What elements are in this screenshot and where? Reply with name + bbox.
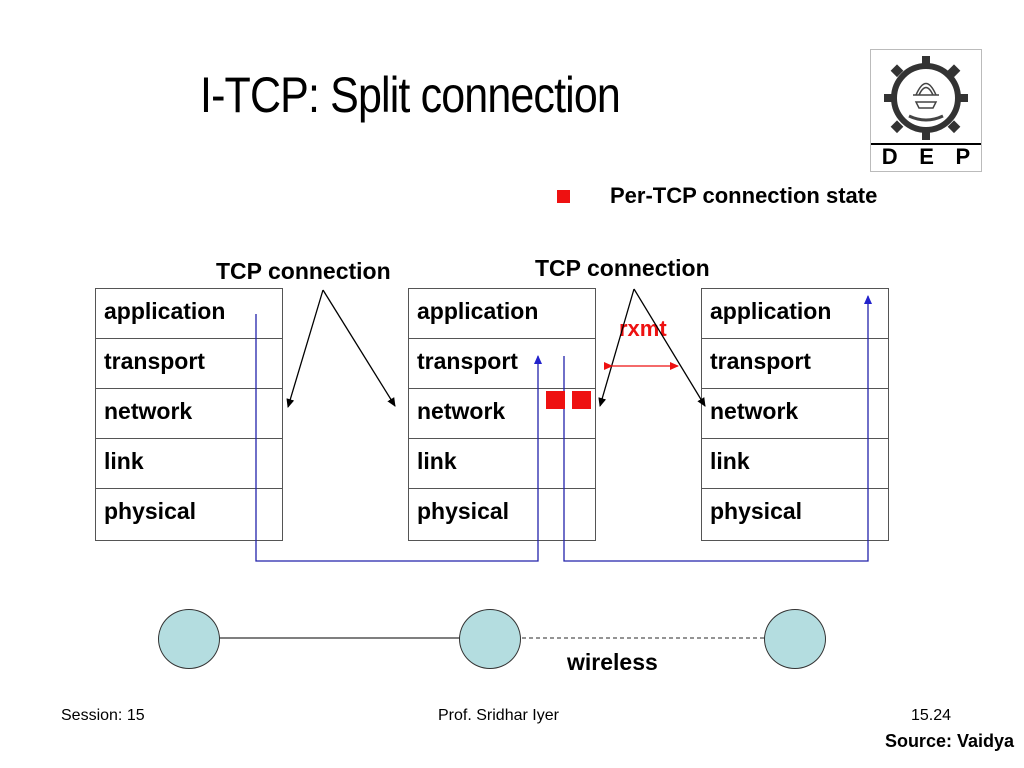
network-node-fixed-host [158, 609, 220, 669]
layer-link: link [702, 439, 888, 489]
footer-page-number: 15.24 [911, 707, 952, 724]
layer-transport: transport [702, 339, 888, 389]
footer-author: Prof. Sridhar Iyer [438, 707, 559, 724]
bullet-point: Per-TCP connection state [557, 183, 877, 209]
layer-physical: physical [104, 498, 197, 524]
slide-title: I-TCP: Split connection [200, 67, 621, 123]
layer-transport: transport [409, 339, 595, 389]
layer-application: application [409, 289, 595, 339]
layer-application: application [96, 289, 282, 339]
bullet-square-icon [557, 189, 570, 203]
layer-application: application [702, 289, 888, 339]
tcp-connection-1-arrow-left [286, 289, 324, 408]
footer-session: Session: 15 [61, 707, 145, 724]
layer-network: network [702, 389, 888, 439]
logo-text: D E P [871, 143, 981, 169]
tcp-connection-1-arrow-right [322, 289, 396, 407]
tcp-connection-2-arrow-right [633, 288, 706, 407]
footer-source: Source: Vaidya [884, 731, 1014, 751]
tcp-connection-2-arrow-left [598, 288, 635, 407]
layer-network: network [409, 389, 595, 439]
rxmt-label: rxmt [619, 316, 667, 341]
layer-physical: physical [710, 498, 803, 524]
network-node-base-station [459, 609, 521, 669]
layer-transport: transport [96, 339, 282, 389]
wireless-label: wireless [567, 649, 658, 675]
iit-bombay-gear-emblem-icon [884, 56, 968, 140]
dep-logo: D E P [870, 49, 982, 172]
network-node-mobile-host [764, 609, 826, 669]
layer-network: network [96, 389, 282, 439]
layer-link: link [96, 439, 282, 489]
tcp-connection-label-2: TCP connection [535, 255, 710, 281]
logo-letter: E [919, 144, 934, 169]
logo-letter: D [881, 144, 898, 169]
protocol-stack-mobile-host: application transport network link physi… [701, 288, 889, 541]
protocol-stack-sender: application transport network link physi… [95, 288, 283, 541]
logo-letter: P [955, 144, 971, 169]
layer-link: link [409, 439, 595, 489]
bullet-text: Per-TCP connection state [610, 183, 878, 208]
tcp-connection-label-1: TCP connection [216, 258, 391, 284]
layer-physical: physical [417, 498, 510, 524]
protocol-stack-base-station: application transport network link physi… [408, 288, 596, 541]
